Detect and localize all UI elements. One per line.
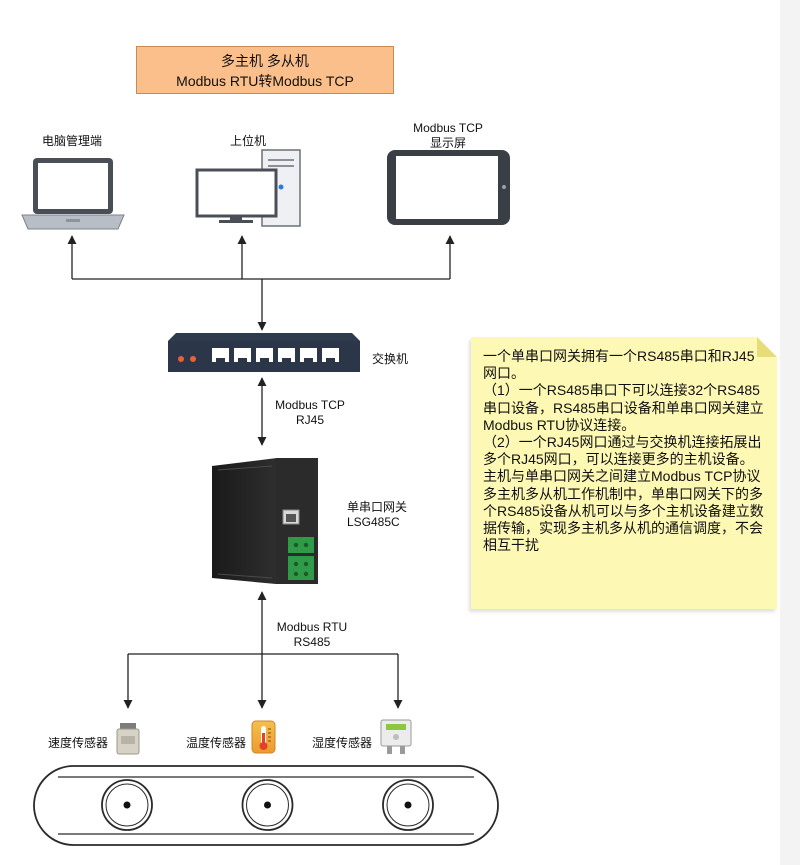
explanation-note: 一个单串口网关拥有一个RS485串口和RJ45网口。 （1）一个RS485串口下… bbox=[471, 337, 777, 609]
switch-port-icon bbox=[278, 348, 295, 362]
laptop-icon bbox=[21, 158, 125, 230]
desktop-label: 上位机 bbox=[230, 134, 267, 148]
page-edge-strip bbox=[780, 0, 800, 865]
thermometer-icon bbox=[251, 720, 276, 754]
note-paragraph: （2）一个RJ45网口通过与交换机连接拓展出多个RJ45网口，可以连接更多的主机… bbox=[483, 434, 762, 485]
temperature-sensor-label: 温度传感器 bbox=[186, 736, 247, 750]
note-paragraph: （1）一个RS485串口下可以连接32个RS485串口设备，RS485串口设备和… bbox=[483, 382, 764, 433]
switch-port-icon bbox=[322, 348, 339, 362]
conveyor-roller-group bbox=[101, 779, 434, 831]
switch-port-icon bbox=[256, 348, 273, 362]
tcp-link-line-1: Modbus TCP bbox=[275, 398, 345, 412]
speed-sensor-icon bbox=[116, 723, 140, 755]
switch-port-icon bbox=[300, 348, 317, 362]
desktop-computer-icon bbox=[195, 149, 301, 227]
speed-sensor-label: 速度传感器 bbox=[48, 736, 109, 750]
rtu-link-label: Modbus RTU RS485 bbox=[270, 620, 354, 650]
note-fold-corner bbox=[757, 337, 777, 357]
humidity-sensor-icon bbox=[380, 719, 412, 754]
laptop-label: 电脑管理端 bbox=[42, 134, 103, 148]
sensor-bus-lines bbox=[123, 591, 403, 709]
conveyor-roller-icon bbox=[382, 779, 434, 831]
conveyor-belt-icon bbox=[33, 765, 499, 846]
tablet-label-line-1: Modbus TCP bbox=[413, 121, 483, 135]
serial-gateway-icon bbox=[212, 458, 318, 584]
tcp-link-label: Modbus TCP RJ45 bbox=[268, 398, 352, 428]
switch-led-icon bbox=[190, 356, 196, 362]
terminal-block-icon bbox=[288, 556, 314, 580]
host-bus-lines bbox=[67, 235, 455, 331]
tablet-icon bbox=[387, 150, 510, 225]
gateway-label: 单串口网关 LSG485C bbox=[347, 500, 407, 530]
conveyor-roller-icon bbox=[241, 779, 294, 831]
diagram-title: 多主机 多从机 Modbus RTU转Modbus TCP bbox=[136, 46, 394, 94]
rtu-link-line-1: Modbus RTU bbox=[276, 620, 348, 634]
switch-port-group bbox=[212, 348, 339, 362]
conveyor-roller-icon bbox=[101, 779, 153, 831]
gateway-label-line-1: 单串口网关 bbox=[347, 500, 408, 514]
note-paragraph: 一个单串口网关拥有一个RS485串口和RJ45网口。 bbox=[483, 348, 755, 382]
note-paragraph: 多主机多从机工作机制中，单串口网关下的多个RS485设备从机可以与多个主机设备建… bbox=[483, 485, 764, 554]
tablet-label: Modbus TCP 显示屏 bbox=[398, 121, 498, 151]
switch-port-icon bbox=[234, 348, 251, 362]
humidity-sensor-label: 湿度传感器 bbox=[312, 736, 373, 750]
rtu-link-line-2: RS485 bbox=[293, 635, 331, 649]
switch-led-icon bbox=[178, 356, 184, 362]
title-line-1: 多主机 多从机 bbox=[221, 53, 309, 69]
switch-port-icon bbox=[212, 348, 229, 362]
switch-label: 交换机 bbox=[372, 352, 409, 366]
gateway-label-line-2: LSG485C bbox=[347, 515, 400, 529]
title-line-2: Modbus RTU转Modbus TCP bbox=[176, 73, 354, 89]
network-switch-icon bbox=[168, 333, 360, 372]
tablet-label-line-2: 显示屏 bbox=[429, 136, 466, 150]
terminal-block-icon bbox=[288, 537, 314, 553]
tcp-link-line-2: RJ45 bbox=[295, 413, 324, 427]
